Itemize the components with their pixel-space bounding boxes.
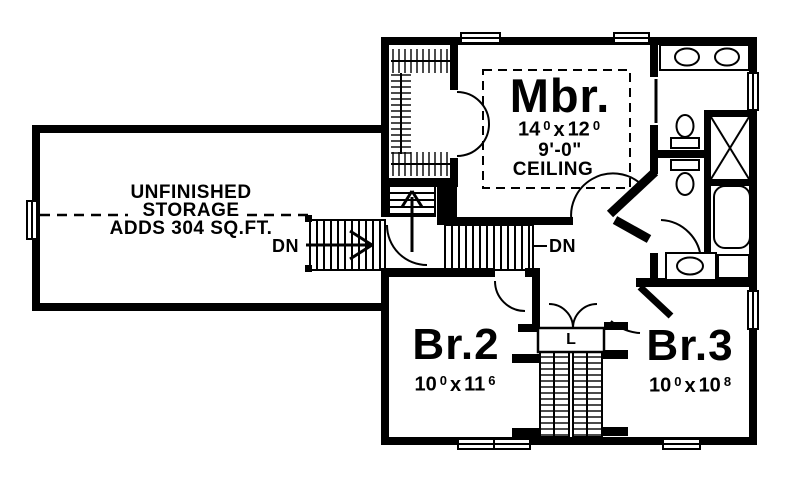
hall-vanity-icon bbox=[665, 252, 750, 281]
stair-down-label-left: DN bbox=[272, 236, 299, 256]
master-toilet-icon bbox=[670, 114, 700, 149]
bedroom3-label: Br.3 bbox=[646, 321, 734, 370]
windows bbox=[26, 32, 759, 450]
stairs bbox=[305, 185, 547, 272]
interior-walls bbox=[385, 37, 757, 437]
bathtub-icon bbox=[713, 185, 751, 249]
linen-closet-box bbox=[536, 326, 606, 354]
storage-note-line3: ADDS 304 SQ.FT. bbox=[109, 218, 273, 239]
stair-direction-arrows bbox=[306, 190, 424, 261]
ceiling-dashed-outline bbox=[482, 69, 631, 189]
storage-note-line1: UNFINISHED bbox=[130, 182, 252, 203]
bedroom2-label: Br.2 bbox=[412, 320, 500, 369]
master-bedroom-label: Mbr. bbox=[509, 69, 611, 122]
walk-in-closet bbox=[391, 49, 450, 176]
linen-closet-label: L bbox=[566, 331, 576, 348]
storage-note-line2: STORAGE bbox=[142, 200, 240, 221]
hall-toilet-icon bbox=[670, 159, 700, 196]
master-bedroom-ceiling-word: CEILING bbox=[512, 159, 594, 180]
master-vanity-icon bbox=[659, 44, 750, 71]
bedroom-closets bbox=[539, 351, 603, 438]
storage-note: UNFINISHED STORAGE ADDS 304 SQ.FT. bbox=[109, 182, 273, 239]
master-bedroom-ceiling-height: 9'-0" bbox=[538, 140, 582, 161]
stair-down-label-right: DN bbox=[549, 236, 576, 256]
